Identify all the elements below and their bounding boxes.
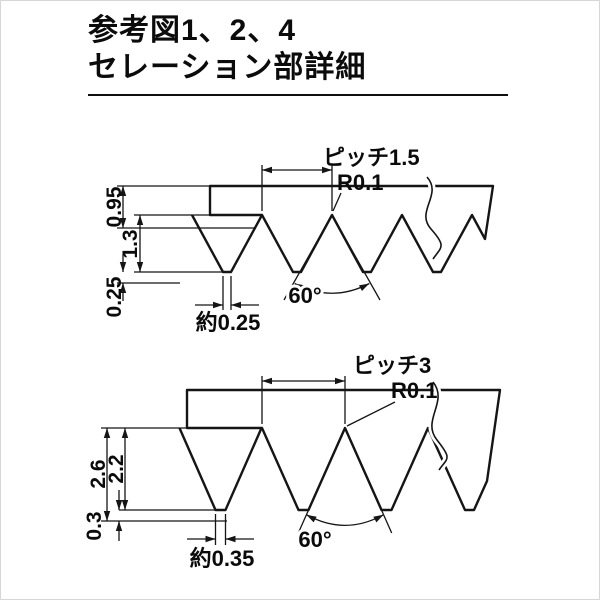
angle-label: 60° [288, 283, 321, 308]
root-radius-callout: R0.1 [332, 170, 383, 212]
dim-2-2: 2.2 [105, 454, 128, 483]
radius-label: R0.1 [337, 170, 383, 195]
pitch-dimension: ピッチ1.5 [261, 145, 420, 211]
material-profile [185, 388, 502, 512]
title-line-2: セレーション部詳細 [88, 51, 367, 84]
tip-width-dimension: 約0.25 [195, 276, 260, 335]
root-radius-callout: R0.1 [346, 378, 437, 427]
break-line [422, 174, 445, 262]
pitch-label: ピッチ3 [353, 353, 431, 378]
serration-diagram-pitch-1-5: ピッチ1.5 R0.1 60° 0.95 1.3 0.25 [103, 145, 495, 335]
title-underline [88, 94, 508, 96]
dim-0-95: 0.95 [103, 186, 126, 227]
title-line-1: 参考図1、2、4 [88, 14, 297, 47]
height-dimensions: 0.95 1.3 0.25 [103, 185, 255, 317]
tip-width-label: 約0.25 [196, 310, 261, 335]
dim-0-25: 0.25 [103, 276, 126, 317]
height-dimensions: 2.6 2.2 0.3 [83, 427, 227, 541]
pitch-label: ピッチ1.5 [323, 145, 420, 170]
outlined-tooth [178, 427, 263, 512]
serration-diagram-pitch-3: ピッチ3 R0.1 60° 2.6 2.2 0.3 [83, 353, 502, 571]
tip-width-label: 約0.35 [190, 546, 255, 571]
radius-label: R0.1 [391, 378, 437, 403]
dim-0-3: 0.3 [83, 511, 106, 540]
material-profile [208, 184, 495, 274]
outlined-tooth [190, 214, 264, 274]
angle-label: 60° [298, 527, 331, 552]
angle-dimension: 60° [295, 427, 393, 555]
page-title: 参考図1、2、4 セレーション部詳細 [88, 12, 366, 86]
tip-width-dimension: 約0.35 [187, 514, 254, 571]
dim-1-3: 1.3 [119, 229, 142, 258]
break-line [428, 379, 451, 473]
dim-2-6: 2.6 [87, 459, 110, 488]
pitch-dimension: ピッチ3 [261, 353, 431, 424]
angle-dimension: 60° [283, 214, 381, 311]
